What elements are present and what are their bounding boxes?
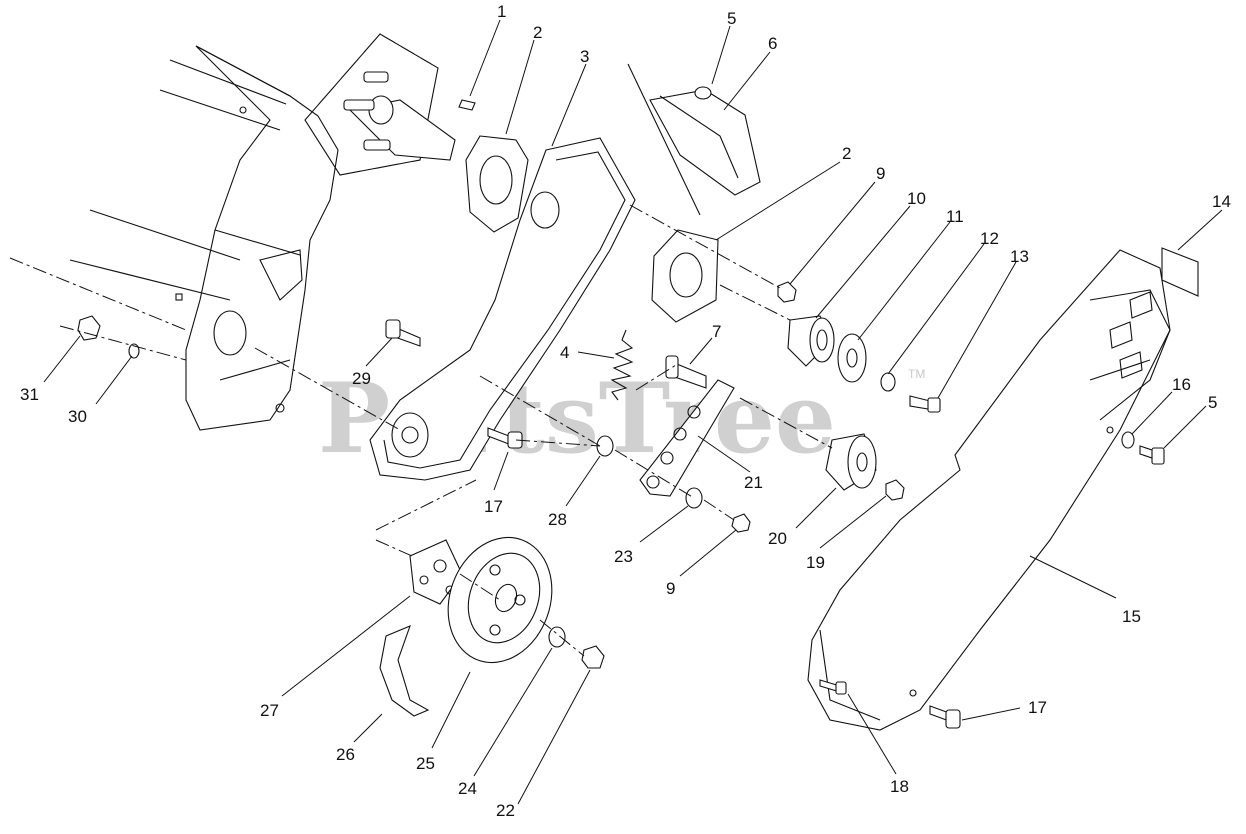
callout-15: 15	[1122, 607, 1141, 626]
callout-30: 30	[68, 407, 87, 426]
callout-14: 14	[1212, 192, 1231, 211]
bracket-plate	[627, 63, 761, 216]
callout-18: 18	[890, 777, 909, 796]
callout-17-chaincase: 17	[484, 497, 503, 516]
callout-1: 1	[497, 2, 506, 21]
callout-20: 20	[768, 529, 787, 548]
callout-23: 23	[614, 547, 633, 566]
shoulder-bolt	[665, 355, 707, 389]
callout-5-lower: 5	[1208, 393, 1217, 412]
screw-18	[819, 679, 847, 695]
bushing	[787, 315, 835, 367]
hex-nut-upper	[777, 281, 797, 303]
drive-pulley	[447, 536, 553, 664]
hex-nut-19	[885, 479, 905, 501]
callout-11: 11	[946, 207, 964, 226]
callout-25: 25	[416, 754, 435, 773]
washer-30	[128, 343, 140, 359]
callout-26: 26	[336, 745, 355, 764]
washer-16	[1121, 431, 1135, 449]
callout-9-lower: 9	[666, 579, 675, 598]
bolt-5-cover	[1139, 445, 1165, 465]
callout-7: 7	[712, 322, 721, 341]
decal	[1161, 247, 1199, 297]
callout-22: 22	[496, 801, 515, 820]
callout-6: 6	[768, 34, 777, 53]
bolt-17-cover	[929, 705, 961, 729]
bolt-29	[385, 319, 421, 347]
callout-16: 16	[1172, 375, 1191, 394]
callout-2-lower: 2	[842, 144, 851, 163]
watermark-tm: TM	[908, 367, 925, 381]
leader-lines	[43, 19, 1223, 805]
callout-5-upper: 5	[727, 9, 736, 28]
idler-pulley	[825, 433, 877, 491]
callout-31: 31	[20, 385, 39, 404]
washer-12	[880, 372, 896, 392]
idler-arm	[639, 379, 735, 497]
callout-21: 21	[744, 473, 763, 492]
callout-24: 24	[458, 779, 477, 798]
callout-19: 19	[806, 553, 825, 572]
callout-29: 29	[352, 369, 371, 388]
hex-nut-22	[581, 645, 605, 669]
callout-12: 12	[980, 229, 999, 248]
spring	[610, 329, 634, 401]
drive-shaft-assembly	[304, 33, 476, 176]
gasket-upper	[465, 135, 529, 233]
bolt-17-chaincase	[487, 427, 523, 449]
callout-2-upper: 2	[533, 23, 542, 42]
auger-housing	[69, 45, 339, 431]
washer-23	[685, 487, 703, 509]
assembly-lines	[9, 204, 833, 657]
gasket-lower	[651, 229, 719, 323]
callout-13: 13	[1010, 247, 1029, 266]
chain-case	[369, 137, 636, 481]
belt-segment	[379, 625, 430, 717]
callout-27: 27	[260, 701, 279, 720]
belt-cover	[807, 249, 1171, 731]
nut-31	[77, 315, 101, 341]
callout-10: 10	[907, 189, 926, 208]
washer-24	[548, 626, 566, 648]
callout-17-cover: 17	[1028, 698, 1047, 717]
callout-28: 28	[548, 510, 567, 529]
hex-nut-lower	[731, 513, 751, 533]
idler-washer	[837, 333, 867, 383]
callout-4: 4	[560, 343, 569, 362]
callout-9-upper: 9	[876, 164, 885, 183]
callout-3: 3	[580, 47, 589, 66]
callouts: 1 2 3 5 6 2 9 10 11 12 13 14 4 7 29 31 3…	[20, 2, 1231, 820]
bolt-13	[909, 395, 941, 413]
